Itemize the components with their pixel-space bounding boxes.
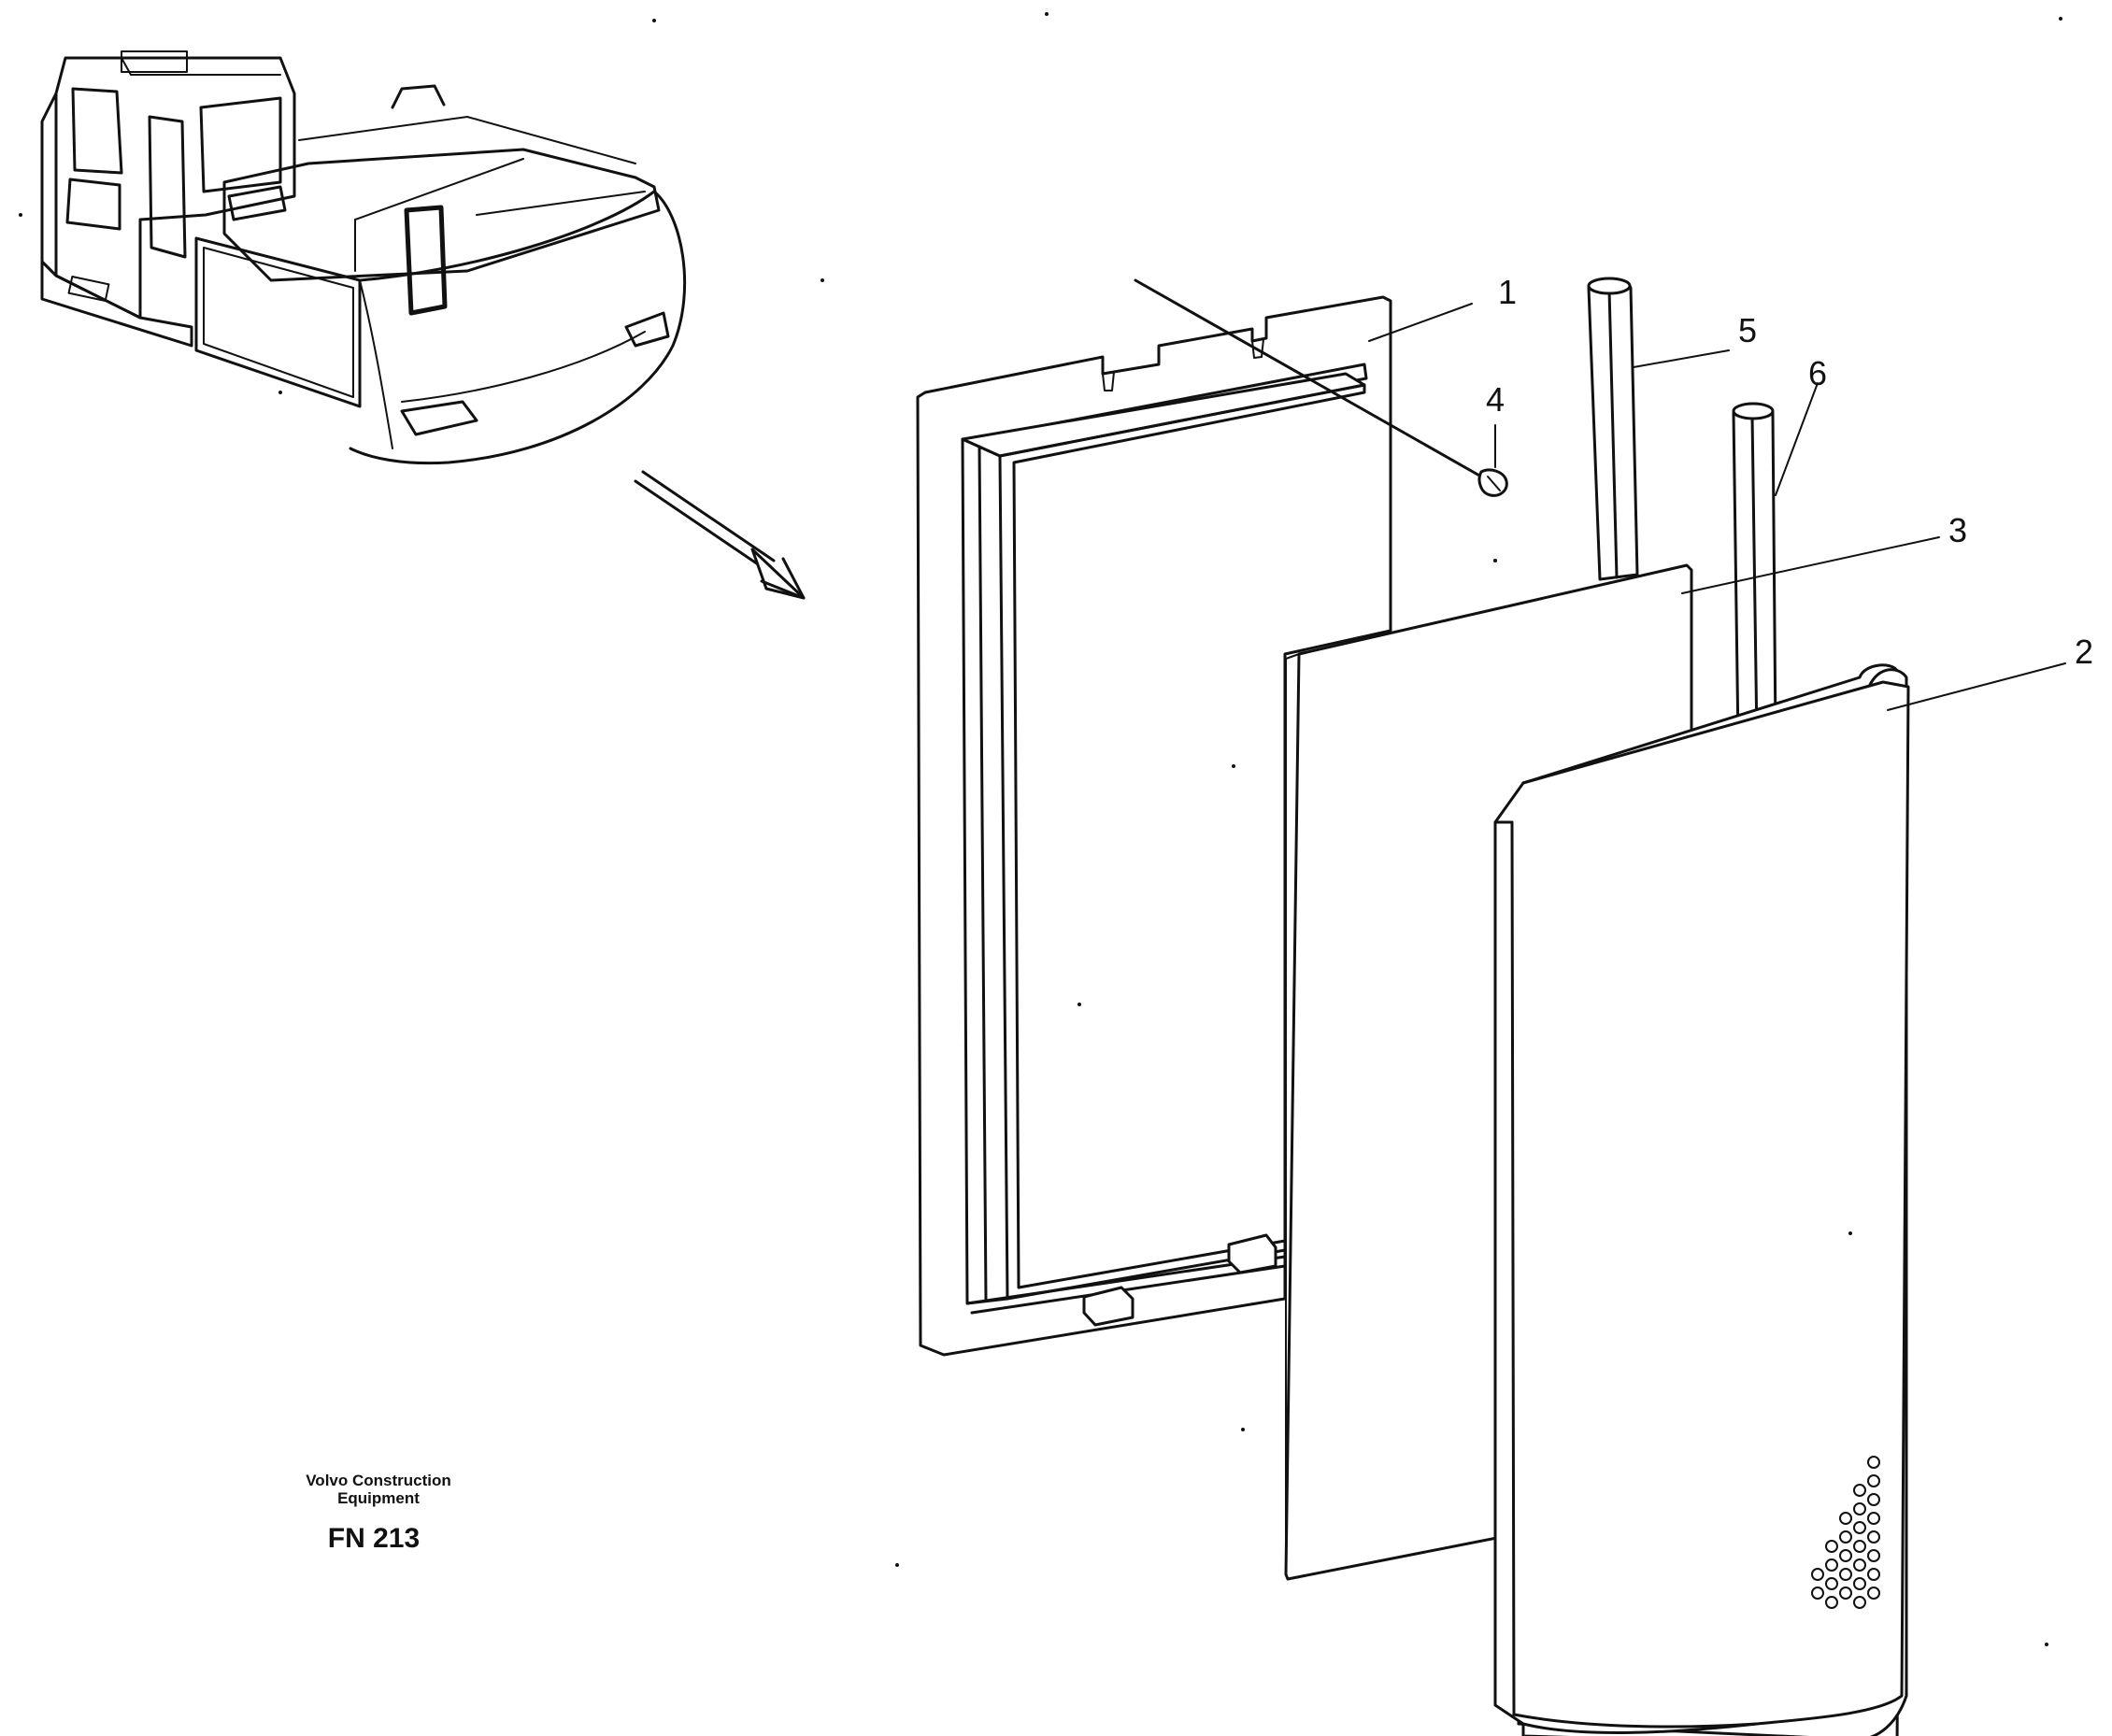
figure-caption: Volvo Construction Equipment FN 213 <box>306 1472 451 1554</box>
company-name-line1: Volvo Construction <box>306 1472 451 1489</box>
callout-1: 1 <box>1498 273 1517 311</box>
callout-2: 2 <box>2075 633 2093 671</box>
callout-6: 6 <box>1808 354 1827 392</box>
part-4-screw <box>1134 278 1508 497</box>
excavator-overview <box>19 50 687 465</box>
part-1-frame <box>916 295 1392 1357</box>
callout-5: 5 <box>1738 311 1757 349</box>
direction-arrow <box>634 470 806 600</box>
part-5-rod <box>1587 277 1639 581</box>
leader-lines <box>1368 303 2066 711</box>
callout-3: 3 <box>1948 511 1967 549</box>
ventilation-holes <box>1811 1456 1880 1609</box>
figure-code: FN 213 <box>328 1523 420 1554</box>
part-2-cover-panel <box>1493 663 1910 1736</box>
company-name-line2: Equipment <box>337 1489 420 1507</box>
scan-specks <box>652 12 2062 1646</box>
callout-4: 4 <box>1486 380 1505 419</box>
part-6-rod <box>1732 402 1777 745</box>
